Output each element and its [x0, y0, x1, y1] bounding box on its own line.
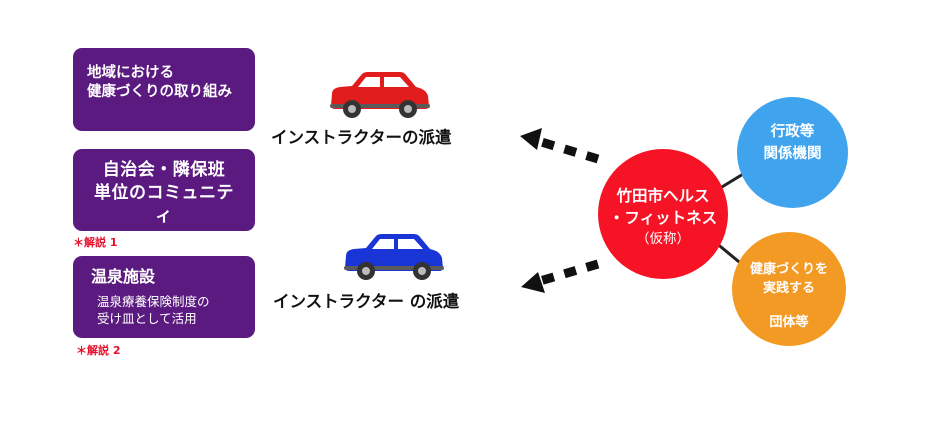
hub-sub: （仮称）: [636, 231, 690, 247]
admin-line2: 関係機関: [763, 146, 822, 162]
dashed-arrow-top: [520, 128, 600, 164]
groups-last: 団体等: [769, 315, 809, 330]
box-community-line2: 単位のコミュニティ: [94, 183, 234, 226]
groups-circle: 健康づくりを 実践する 団体等: [732, 232, 846, 346]
label-instructor-dispatch-top: インストラクターの派遣: [271, 128, 452, 147]
groups-line2: 実践する: [762, 281, 815, 296]
box-regional-health-line2: 健康づくりの取り組み: [87, 84, 232, 100]
box-hot-spring-title: 温泉施設: [91, 267, 156, 286]
groups-line1: 健康づくりを: [749, 262, 828, 277]
note-2: ＊解説 2: [76, 344, 121, 357]
car-icon: [344, 234, 444, 280]
hub-line2: ・フィットネス: [608, 209, 718, 227]
box-hot-spring-sub2: 受け皿として活用: [97, 311, 197, 326]
hub-circle: 竹田市ヘルス ・フィットネス （仮称）: [598, 149, 728, 279]
box-hot-spring: 温泉施設 温泉療養保険制度の 受け皿として活用: [73, 256, 255, 338]
label-instructor-dispatch-bottom: インストラクター の派遣: [273, 292, 460, 311]
box-regional-health: 地域における 健康づくりの取り組み: [73, 48, 255, 131]
arrow-head-top: [520, 128, 542, 150]
box-community-line1: 自治会・隣保班: [102, 160, 226, 180]
note-1: ＊解説 1: [73, 236, 118, 249]
dashed-arrow-bottom: [521, 259, 600, 293]
box-regional-health-line1: 地域における: [87, 65, 174, 81]
car-icon: [330, 72, 430, 118]
box-community: 自治会・隣保班 単位のコミュニティ: [73, 149, 255, 231]
admin-circle: 行政等 関係機関: [737, 97, 848, 208]
box-hot-spring-sub1: 温泉療養保険制度の: [97, 294, 210, 309]
hub-line1: 竹田市ヘルス: [616, 187, 710, 205]
admin-line1: 行政等: [770, 124, 815, 140]
arrow-head-bottom: [521, 272, 545, 293]
